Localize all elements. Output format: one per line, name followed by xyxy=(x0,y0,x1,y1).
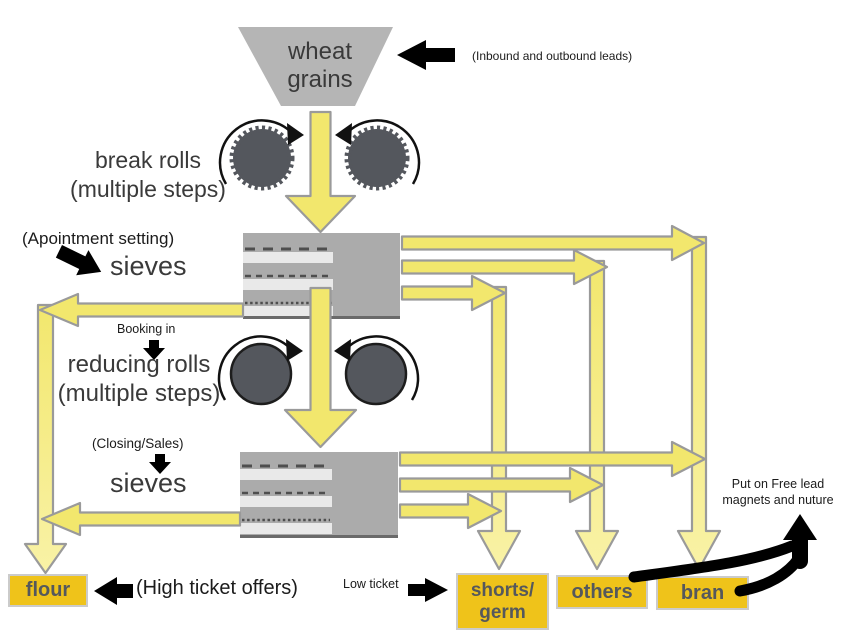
sieve-2 xyxy=(240,452,398,538)
reducing-rolls-label: reducing rolls (multiple steps) xyxy=(57,351,221,407)
bran-box: bran xyxy=(656,576,749,610)
booking-note: Booking in xyxy=(117,322,176,336)
rotation-arrow-left xyxy=(218,119,292,185)
break-roll-right xyxy=(344,125,410,191)
sieve2-band-2 xyxy=(240,496,332,507)
sieves2-label: sieves xyxy=(110,468,187,498)
sieve2-right-arrow-long xyxy=(398,440,707,478)
sieves1-label: sieves xyxy=(110,251,187,281)
break-roll-left xyxy=(229,125,295,191)
sieve2-band-1 xyxy=(240,469,332,480)
appointment-note: (Apointment setting) xyxy=(22,229,175,248)
sieve1-band-2 xyxy=(243,279,333,290)
sieve2-left-arrow xyxy=(40,501,242,537)
flow-down-to-bran xyxy=(676,235,722,571)
rotation-arrowhead-left xyxy=(287,123,304,145)
flow-funnel-to-sieve1 xyxy=(284,110,357,234)
rotation-arrow-right-2 xyxy=(346,335,420,401)
sieve2-band-3 xyxy=(240,523,332,534)
reducing-roll-left xyxy=(229,342,293,406)
break-rolls-label: break rolls (multiple steps) xyxy=(70,147,226,202)
sieve1-right-arrow-short xyxy=(400,274,507,312)
rotation-arrow-right xyxy=(347,119,421,185)
break-rolls xyxy=(218,119,421,191)
flow-down-to-others xyxy=(574,259,620,571)
sieve1-band-1 xyxy=(243,252,333,263)
sieve1-right-arrow-long xyxy=(400,224,706,262)
sieve2-right-arrow-short xyxy=(398,492,503,530)
closing-note: (Closing/Sales) xyxy=(92,436,184,451)
others-box: others xyxy=(556,575,648,609)
rotation-arrow-left-2 xyxy=(217,335,291,401)
rotation-arrowhead-right-2 xyxy=(334,339,351,361)
sieve1-right-arrow-mid xyxy=(400,248,609,286)
sieve1-left-arrow xyxy=(38,292,245,328)
funnel-label: wheat grains xyxy=(287,38,353,94)
low-ticket-note: Low ticket xyxy=(343,577,399,591)
inbound-note: (Inbound and outbound leads) xyxy=(472,49,633,63)
flow-down-to-shorts-germ xyxy=(476,285,522,571)
high-ticket-note: (High ticket offers) xyxy=(136,577,298,599)
flow-sieve1-to-sieve2 xyxy=(283,286,358,449)
rotation-arrowhead-right xyxy=(335,123,352,145)
flour-box: flour xyxy=(8,574,88,607)
nurture-note: Put on Free lead magnets and nuture xyxy=(722,477,834,507)
sieve2-right-arrow-mid xyxy=(398,466,605,504)
sieve1-band-3 xyxy=(243,306,333,317)
reducing-rolls xyxy=(217,335,420,406)
wheat-grains-funnel xyxy=(238,27,393,106)
reducing-roll-right xyxy=(344,342,408,406)
rotation-arrowhead-left-2 xyxy=(286,339,303,361)
flow-down-to-flour xyxy=(23,303,68,575)
shorts-germ-box: shorts/ germ xyxy=(456,573,549,630)
